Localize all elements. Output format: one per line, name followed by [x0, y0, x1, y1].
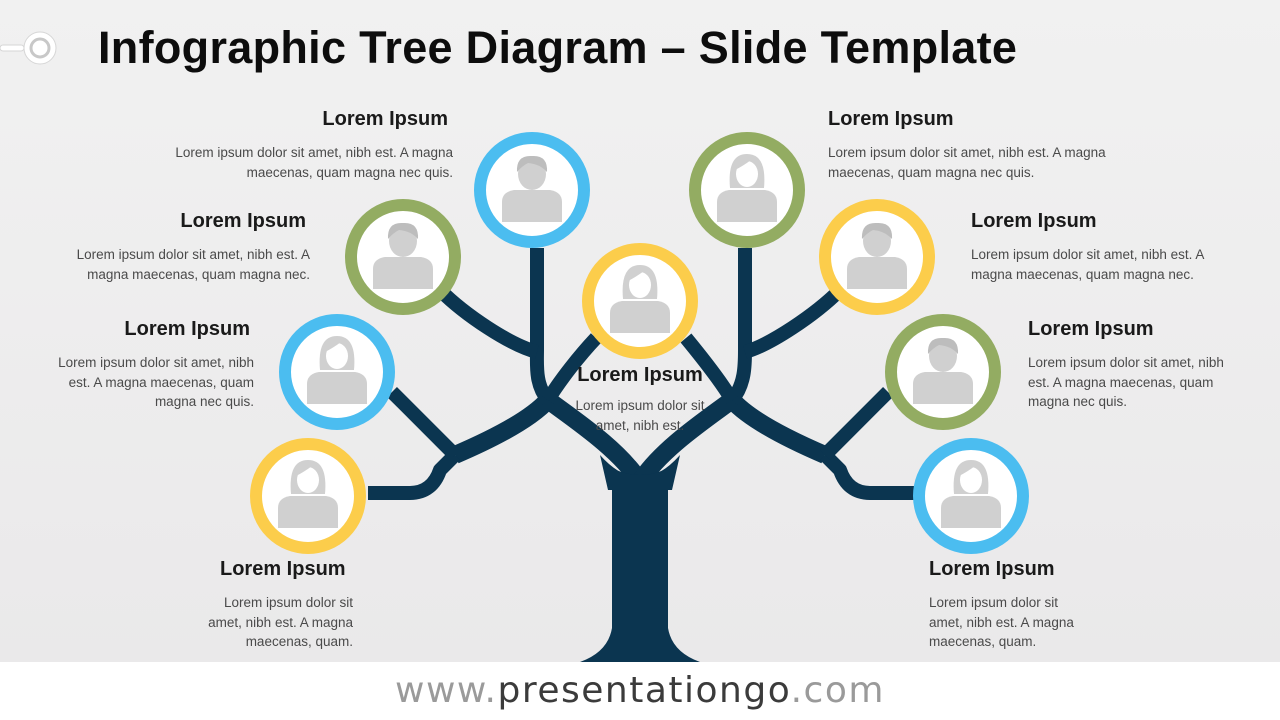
footer-url-domain: presentationgo	[497, 670, 791, 711]
node-desc-middle-left: Lorem ipsum dolor sit amet, nibh est. A …	[58, 355, 254, 409]
node-top-right	[689, 132, 805, 248]
node-desc-top-right: Lorem ipsum dolor sit amet, nibh est. A …	[828, 145, 1106, 180]
node-title-center: Lorem Ipsum	[577, 364, 703, 386]
node-middle-right	[885, 314, 1001, 430]
node-title-top-left: Lorem Ipsum	[322, 108, 448, 130]
node-title-lower-left: Lorem Ipsum	[220, 558, 346, 580]
node-lower-left	[250, 438, 366, 554]
male-avatar-icon	[373, 222, 433, 289]
node-lower-right	[913, 438, 1029, 554]
female-avatar-icon	[717, 154, 777, 222]
tree-branch	[451, 391, 648, 488]
female-avatar-icon	[307, 336, 367, 404]
node-upper-left	[345, 199, 461, 315]
node-desc-center: Lorem ipsum dolor sit amet, nibh est.	[575, 398, 705, 433]
tree-diagram	[250, 132, 1029, 662]
footer-url[interactable]: www.presentationgo.com	[0, 670, 1280, 711]
footer-url-prefix: www.	[395, 670, 498, 711]
female-avatar-icon	[941, 460, 1001, 528]
node-center	[582, 243, 698, 359]
node-desc-lower-right: Lorem ipsum dolor sit amet, nibh est. A …	[929, 595, 1074, 649]
node-desc-lower-left: Lorem ipsum dolor sit amet, nibh est. A …	[208, 595, 353, 649]
male-avatar-icon	[847, 222, 907, 289]
node-title-upper-right: Lorem Ipsum	[971, 210, 1097, 232]
tree-branch	[529, 248, 554, 405]
tree-branch	[435, 284, 540, 359]
male-avatar-icon	[913, 337, 973, 404]
node-title-middle-left: Lorem Ipsum	[124, 318, 250, 340]
tree-branch	[820, 450, 914, 500]
page-title: Infographic Tree Diagram – Slide Templat…	[98, 22, 1018, 73]
tree-branches	[368, 248, 914, 500]
tree-branch	[726, 248, 752, 405]
node-title-upper-left: Lorem Ipsum	[180, 210, 306, 232]
node-title-top-right: Lorem Ipsum	[828, 108, 954, 130]
tree-branch	[820, 387, 893, 460]
tree-branch	[368, 450, 460, 500]
node-middle-left	[279, 314, 395, 430]
male-avatar-icon	[502, 155, 562, 222]
node-desc-top-left: Lorem ipsum dolor sit amet, nibh est. A …	[175, 145, 453, 180]
female-avatar-icon	[610, 265, 670, 333]
tree-branch	[742, 284, 845, 359]
tree-branch	[680, 333, 739, 404]
tree-trunk	[580, 470, 700, 662]
footer	[0, 662, 1280, 720]
node-desc-upper-left: Lorem ipsum dolor sit amet, nibh est. A …	[76, 247, 310, 282]
tree-branch	[632, 391, 829, 488]
node-top-left	[474, 132, 590, 248]
node-title-lower-right: Lorem Ipsum	[929, 558, 1055, 580]
tree-branch	[387, 387, 460, 460]
female-avatar-icon	[278, 460, 338, 528]
node-upper-right	[819, 199, 935, 315]
node-title-middle-right: Lorem Ipsum	[1028, 318, 1154, 340]
footer-url-suffix: .com	[790, 670, 885, 711]
node-desc-upper-right: Lorem ipsum dolor sit amet, nibh est. A …	[971, 247, 1204, 282]
node-desc-middle-right: Lorem ipsum dolor sit amet, nibh est. A …	[1028, 355, 1224, 409]
tree-branch	[541, 333, 602, 404]
logo-icon	[0, 31, 57, 65]
